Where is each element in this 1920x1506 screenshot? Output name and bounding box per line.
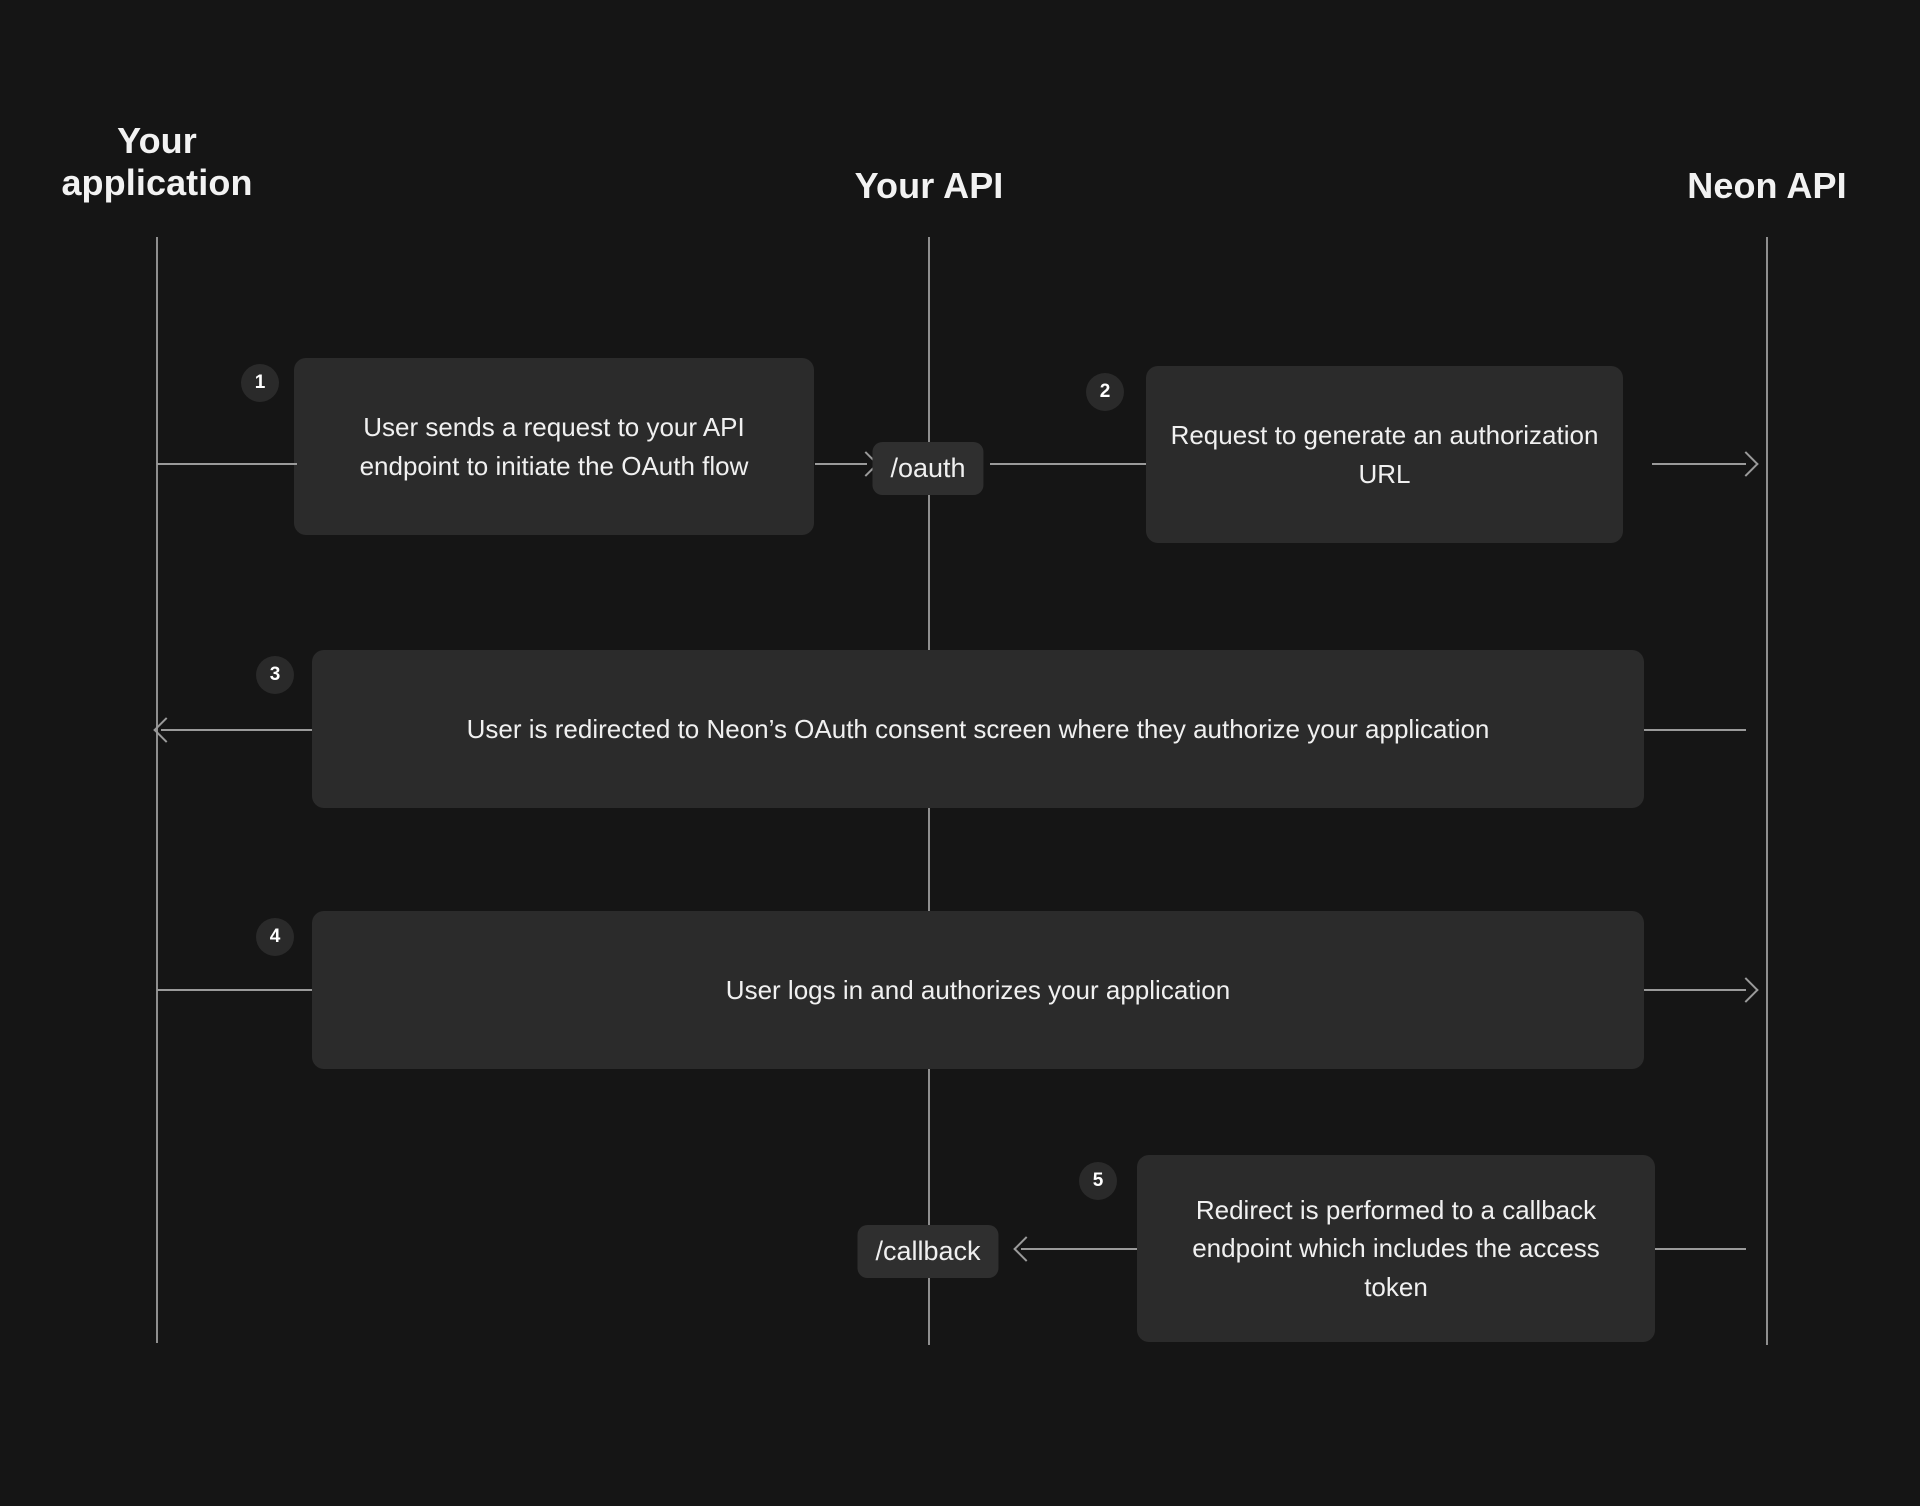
endpoint-pill-callback-label: /callback	[875, 1236, 981, 1266]
connector-step-4-right	[1644, 989, 1746, 991]
actor-header-your-api: Your API	[854, 165, 1004, 206]
connector-step-5-left	[1021, 1248, 1137, 1250]
arrowhead-step-2	[1733, 451, 1759, 477]
step-badge-5-label: 5	[1092, 1170, 1104, 1191]
step-badge-4: 4	[256, 918, 294, 956]
arrowhead-step-5	[1013, 1236, 1039, 1262]
connector-step-1-left	[157, 463, 297, 465]
actor-header-your-application: Your application	[61, 120, 253, 203]
message-box-step-3: User is redirected to Neon’s OAuth conse…	[312, 650, 1644, 808]
step-badge-1-label: 1	[254, 372, 266, 393]
step-badge-1: 1	[241, 364, 279, 402]
arrowhead-step-4	[1733, 977, 1759, 1003]
message-box-step-4: User logs in and authorizes your applica…	[312, 911, 1644, 1069]
message-text-step-5: Redirect is performed to a callback endp…	[1192, 1195, 1600, 1302]
step-badge-2: 2	[1086, 373, 1124, 411]
connector-step-2-left	[990, 463, 1146, 465]
message-text-step-4: User logs in and authorizes your applica…	[725, 974, 1231, 1005]
message-box-step-5: Redirect is performed to a callback endp…	[1137, 1155, 1655, 1342]
lifeline-neon-api	[1766, 237, 1768, 1345]
step-badge-5: 5	[1079, 1162, 1117, 1200]
step-badge-4-label: 4	[269, 926, 281, 947]
step-badge-3-label: 3	[269, 664, 281, 685]
connector-step-1-right	[815, 463, 867, 465]
message-box-step-1: User sends a request to your API endpoin…	[294, 358, 814, 535]
connector-step-3-right	[1644, 729, 1746, 731]
endpoint-pill-oauth-label: /oauth	[890, 453, 966, 483]
connector-step-2-right	[1652, 463, 1746, 465]
message-text-step-1: User sends a request to your API endpoin…	[359, 412, 749, 481]
connector-step-5-right	[1655, 1248, 1746, 1250]
actor-header-neon-api: Neon API	[1687, 165, 1847, 206]
step-badge-2-label: 2	[1099, 381, 1111, 402]
message-box-step-2: Request to generate an authorization URL	[1146, 366, 1623, 543]
message-text-step-2: Request to generate an authorization URL	[1170, 420, 1599, 489]
endpoint-pill-callback[interactable]: /callback	[857, 1225, 999, 1278]
connector-step-4-left	[157, 989, 312, 991]
step-badge-3: 3	[256, 656, 294, 694]
lifeline-your-application	[156, 237, 158, 1343]
endpoint-pill-oauth[interactable]: /oauth	[872, 442, 984, 495]
connector-step-3-left	[161, 729, 312, 731]
message-text-step-3: User is redirected to Neon’s OAuth conse…	[466, 713, 1490, 744]
